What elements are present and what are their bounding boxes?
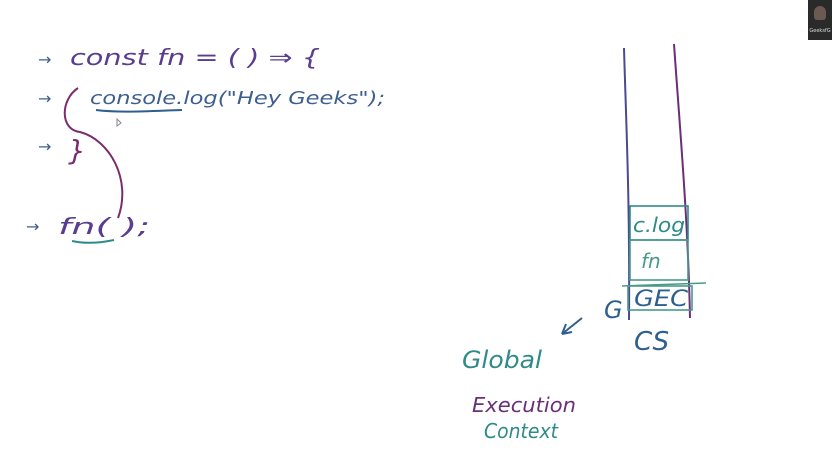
- cursor-mark: [116, 117, 122, 127]
- gec-left-marker: G: [604, 296, 623, 324]
- call-stack-right-wall: [673, 43, 691, 319]
- avatar: [814, 6, 826, 20]
- gec-top-line: [621, 282, 707, 287]
- call-stack-left-wall: [623, 47, 631, 321]
- call-stack-label: CS: [634, 327, 669, 357]
- execution-flow-curve: [63, 87, 124, 219]
- stack-frame-fn-label: fn: [641, 249, 661, 273]
- stack-frame-c-log-label: c.log: [633, 213, 685, 237]
- participant-name: GeeksfG: [809, 28, 831, 34]
- code-line-3-arrow: →: [38, 137, 51, 156]
- code-line-2: console.log("Hey Geeks");: [90, 88, 385, 109]
- code-line-1: const fn = ( ) ⇒ {: [70, 46, 320, 71]
- stack-frame-fn: [629, 239, 689, 281]
- code-line-1-arrow: →: [38, 50, 51, 69]
- participant-video-thumbnail[interactable]: GeeksfG: [808, 0, 832, 40]
- fn-call-underline: [71, 239, 115, 244]
- code-line-4-arrow: →: [26, 217, 39, 236]
- annotation-execution: Execution: [472, 393, 576, 417]
- code-line-4: fn( );: [58, 215, 150, 240]
- stack-frame-gec-label: GEC: [634, 287, 689, 312]
- console-log-underline: [95, 109, 183, 113]
- stack-frame-gec: [627, 285, 693, 311]
- annotation-global: Global: [462, 346, 542, 374]
- annotation-context: Context: [484, 419, 559, 443]
- code-line-3: }: [68, 134, 86, 167]
- code-line-2-arrow: →: [38, 89, 51, 108]
- annotation-arrow: [561, 317, 583, 335]
